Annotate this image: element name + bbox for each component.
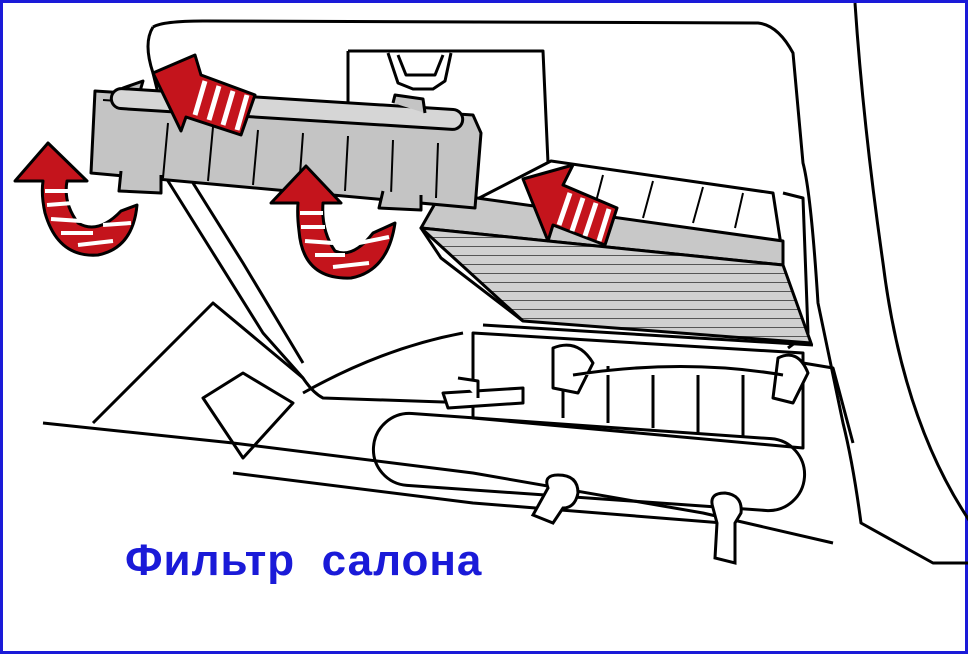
retaining-clips	[530, 473, 743, 565]
trim-slot	[371, 411, 807, 513]
lift-arrow-cover-top	[151, 53, 257, 137]
dashboard-housing	[42, 3, 968, 565]
diagram-caption: Фильтр салона	[125, 536, 483, 585]
cabin-filter	[419, 159, 813, 345]
cabin-filter-illustration	[13, 3, 968, 565]
rotate-arrow-center	[269, 164, 397, 280]
lift-arrow-filter	[521, 163, 619, 247]
rotate-arrow-left	[13, 141, 139, 257]
intake-tray	[441, 323, 814, 450]
